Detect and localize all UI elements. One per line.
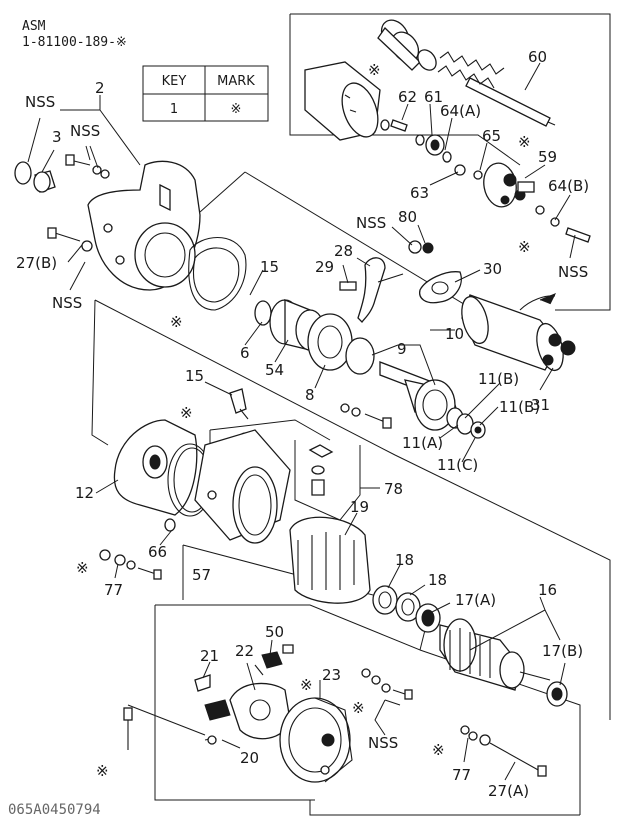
mark-star-10: ※ — [432, 741, 445, 759]
pinion-assembly — [254, 299, 375, 375]
assembly-number: 1-81100-189-※ — [22, 35, 127, 50]
callout-66: 66 — [148, 543, 167, 561]
callout-65: 65 — [482, 127, 501, 145]
callout-16: 16 — [538, 581, 557, 599]
callout-nss-tl: NSS — [25, 93, 55, 111]
mark-star-5: ※ — [180, 404, 193, 422]
lever-assembly — [339, 240, 462, 323]
callout-50: 50 — [265, 623, 284, 641]
part-31-solenoid — [461, 293, 576, 372]
part-spring — [437, 51, 505, 89]
callout-27b: 27(B) — [16, 254, 57, 272]
callout-nss-tl2: NSS — [70, 122, 100, 140]
callout-17a: 17(A) — [455, 591, 496, 609]
table-header-key: KEY — [162, 74, 187, 89]
callout-64a: 64(A) — [440, 102, 481, 120]
mark-star-7: ※ — [300, 676, 313, 694]
callout-27a: 27(A) — [488, 782, 529, 800]
callout-labels: 60 62 61 64(A) 65 59 63 64(B) NSS 2 NSS … — [16, 48, 589, 800]
table-cell-key: 1 — [170, 102, 178, 117]
callout-28: 28 — [334, 242, 353, 260]
brush-holder-assembly — [123, 644, 547, 783]
callout-11b-2: 11(B) — [499, 398, 540, 416]
callout-3: 3 — [52, 128, 62, 146]
callout-8: 8 — [305, 386, 315, 404]
callout-80: 80 — [398, 208, 417, 226]
callout-57: 57 — [192, 566, 211, 584]
solenoid-cup — [304, 61, 381, 141]
callout-78: 78 — [384, 480, 403, 498]
callout-21: 21 — [200, 647, 219, 665]
callout-64b: 64(B) — [548, 177, 589, 195]
assembly-label: ASM — [22, 19, 46, 34]
callout-61: 61 — [424, 88, 443, 106]
callout-29: 29 — [315, 258, 334, 276]
mark-star-9: ※ — [96, 762, 109, 780]
table-cell-mark: ※ — [231, 102, 242, 117]
callout-15a: 15 — [260, 258, 279, 276]
callout-20: 20 — [240, 749, 259, 767]
callout-19: 19 — [350, 498, 369, 516]
callout-62: 62 — [398, 88, 417, 106]
callout-22: 22 — [235, 642, 254, 660]
shaft-assembly — [340, 361, 486, 439]
callout-60: 60 — [528, 48, 547, 66]
callout-11c: 11(C) — [437, 456, 478, 474]
callout-17b: 17(B) — [542, 642, 583, 660]
callout-18a: 18 — [395, 551, 414, 569]
callout-11a: 11(A) — [402, 434, 443, 452]
mark-star-3: ※ — [518, 238, 531, 256]
solenoid-internals — [304, 19, 591, 243]
callout-30: 30 — [483, 260, 502, 278]
key-mark-table: KEY MARK 1 ※ — [142, 65, 269, 122]
callout-10: 10 — [445, 325, 464, 343]
callout-77a: 77 — [104, 581, 123, 599]
callout-nss-tr: NSS — [558, 263, 588, 281]
callout-12: 12 — [75, 484, 94, 502]
callout-nss-80: NSS — [356, 214, 386, 232]
mark-star-6: ※ — [76, 559, 89, 577]
mark-star-8: ※ — [352, 699, 365, 717]
callout-15b: 15 — [185, 367, 204, 385]
callout-18b: 18 — [428, 571, 447, 589]
callout-77b: 77 — [452, 766, 471, 784]
callout-23: 23 — [322, 666, 341, 684]
callout-54: 54 — [265, 361, 284, 379]
callout-63: 63 — [410, 184, 429, 202]
pole-shoe-assembly — [289, 516, 441, 633]
mark-star-1: ※ — [368, 61, 381, 79]
callout-31: 31 — [531, 396, 550, 414]
yoke-assembly — [99, 388, 334, 580]
mark-star-4: ※ — [170, 313, 183, 331]
leader-lines — [27, 62, 576, 781]
drive-housing-assembly — [14, 154, 247, 311]
callout-nss-l: NSS — [52, 294, 82, 312]
callout-9: 9 — [397, 340, 407, 358]
part-60-plunger — [377, 19, 556, 127]
part-16-armature — [439, 618, 568, 707]
drawing-code: 065A0450794 — [8, 802, 101, 818]
part-59-terminal — [483, 162, 535, 208]
mark-star-2: ※ — [518, 133, 531, 151]
callout-59: 59 — [538, 148, 557, 166]
callout-6: 6 — [240, 344, 250, 362]
callout-11b-1: 11(B) — [478, 370, 519, 388]
callout-2: 2 — [95, 79, 105, 97]
table-header-mark: MARK — [217, 74, 255, 89]
callout-nss-b: NSS — [368, 734, 398, 752]
